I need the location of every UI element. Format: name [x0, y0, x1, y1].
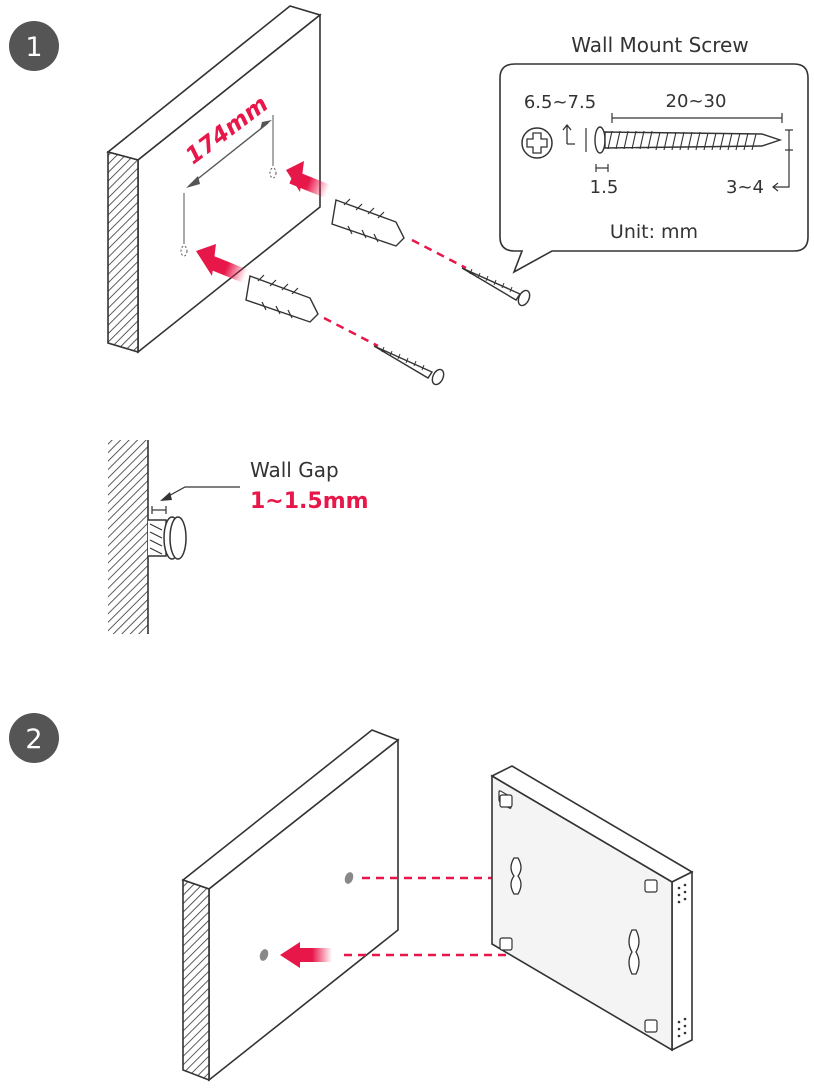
step-1-number: 1	[25, 32, 42, 63]
phillips-head-icon	[521, 127, 553, 159]
wall-panel	[106, 5, 322, 354]
step-1-badge: 1	[9, 21, 59, 71]
wall-screw-head	[259, 949, 269, 961]
hole-spacing-dimension	[183, 115, 274, 244]
screw-callout	[499, 63, 809, 274]
wall-screw-head	[344, 872, 354, 884]
guide-line	[411, 238, 467, 270]
head-thickness-label: 1.5	[590, 177, 619, 198]
step-2-number: 2	[25, 724, 42, 755]
keyhole-slot-icon	[628, 929, 640, 975]
arrow-icon	[286, 161, 330, 198]
step-2-badge: 2	[9, 713, 59, 763]
keyhole-slot-icon	[510, 857, 522, 895]
head-diameter-label: 6.5~7.5	[524, 92, 596, 113]
screw-icon	[373, 345, 445, 386]
wall-gap-detail	[108, 440, 240, 634]
screw-icon	[461, 267, 531, 307]
shank-diameter-label: 3~4	[726, 177, 764, 198]
arrow-icon	[196, 244, 248, 283]
device	[490, 765, 694, 1052]
wall-anchor-icon	[245, 274, 319, 323]
wall-hole	[269, 167, 277, 179]
length-label: 20~30	[666, 91, 727, 112]
unit-label: Unit: mm	[610, 221, 698, 243]
wall-panel	[181, 729, 400, 1082]
wall-anchor-icon	[331, 198, 405, 247]
wall-gap-value: 1~1.5mm	[250, 489, 369, 514]
wall-hole	[180, 245, 188, 257]
callout-title: Wall Mount Screw	[571, 33, 748, 57]
arrow-icon	[280, 942, 332, 968]
wall-gap-label: Wall Gap	[250, 458, 339, 482]
guide-line	[323, 316, 379, 348]
